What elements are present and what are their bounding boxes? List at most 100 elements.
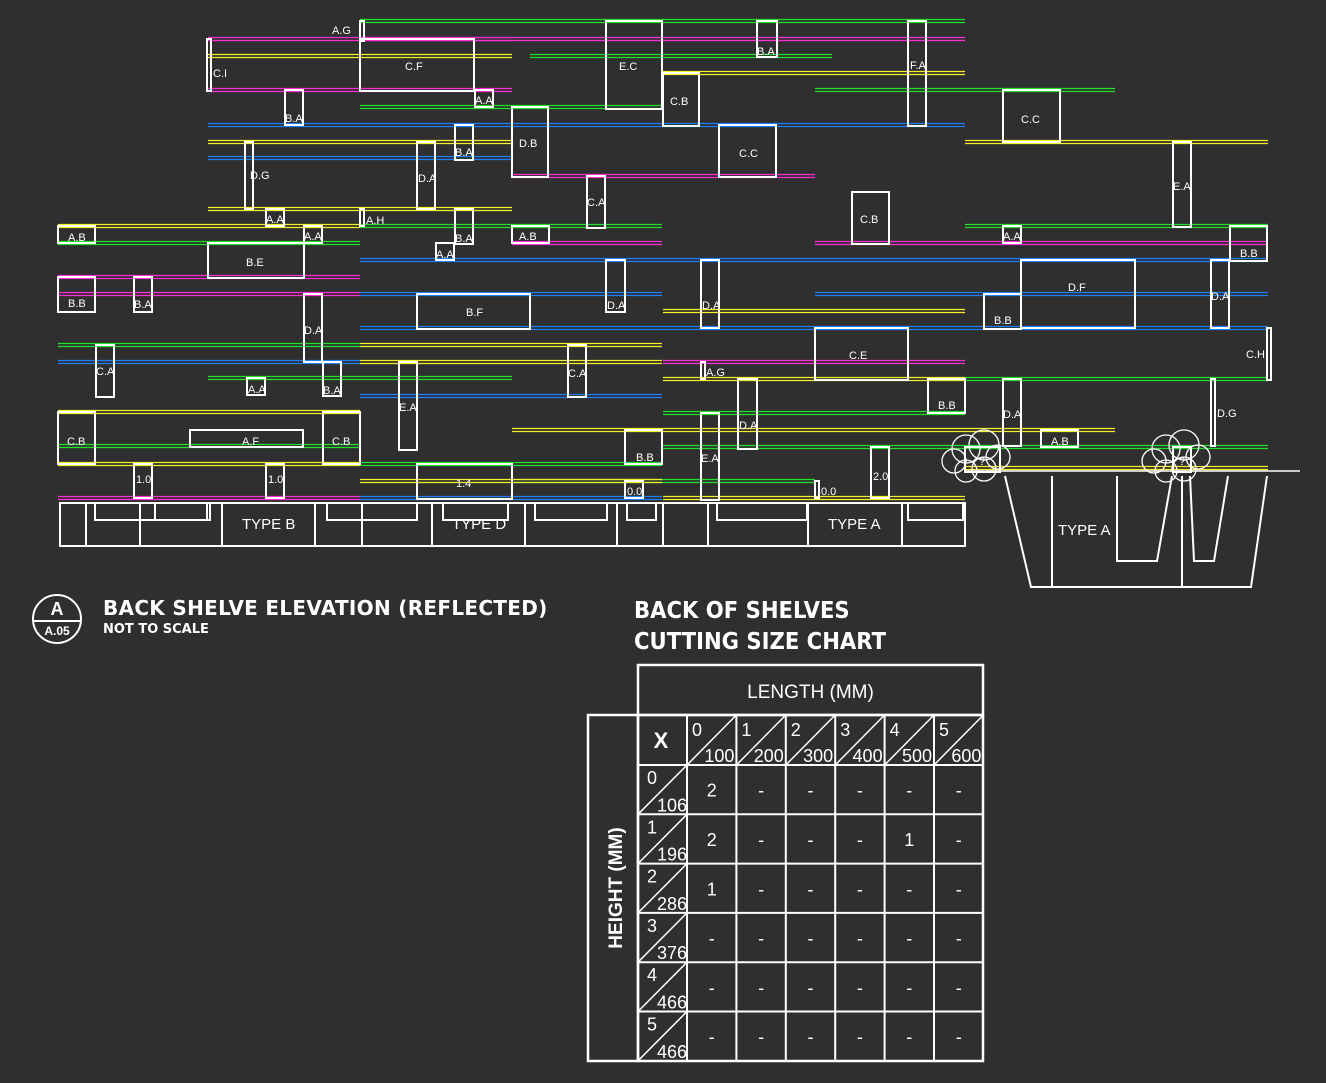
panel-label: E.C: [619, 61, 637, 73]
shelf-panel: [927, 378, 966, 414]
chart-cell: 1: [707, 879, 717, 899]
panel-label: C.C: [739, 148, 758, 160]
panel-label: C.A: [568, 368, 587, 380]
cabinet-recess: [154, 503, 211, 521]
shelf-panel: [57, 225, 96, 244]
chart-cell: -: [808, 781, 814, 801]
shelf-panel: [246, 377, 266, 396]
chart-title-line-2: CUTTING SIZE CHART: [634, 629, 887, 655]
chart-cell: -: [956, 1027, 962, 1047]
cabinet-recess: [94, 503, 208, 521]
row-min: 0: [647, 768, 657, 788]
shelf-panel: [322, 411, 361, 465]
chart-cell: -: [906, 978, 912, 998]
shelf-panel: [359, 38, 475, 92]
panel-label: B.B: [938, 400, 956, 412]
chart-cell: 2: [707, 830, 717, 850]
shelf-panel: [700, 361, 706, 380]
shelf-panel: [474, 89, 494, 108]
panel-label: A.B: [1051, 436, 1069, 448]
chart-cell: -: [857, 978, 863, 998]
cabinet-recess: [442, 503, 509, 521]
chart-cell: -: [808, 1027, 814, 1047]
panel-label: C.C: [1021, 114, 1040, 126]
column-min: 1: [741, 720, 751, 740]
plant-symbol: [1171, 456, 1197, 482]
panel-label: D.A: [607, 300, 626, 312]
row-max: 376: [657, 943, 687, 963]
panel-label: E.A: [399, 402, 417, 414]
panel-label: A.A: [266, 214, 284, 226]
shelf-panel: [284, 89, 304, 126]
chart-cell: 1: [904, 830, 914, 850]
shelf-panel: [983, 293, 1022, 330]
row-header-diagonal: [637, 912, 688, 963]
panel-label: 0.0: [627, 486, 642, 498]
column-header-diagonal: [933, 714, 984, 766]
panel-label: E.A: [1173, 181, 1191, 193]
drawing-title-block: A A.05 BACK SHELVE ELEVATION (REFLECTED)…: [30, 592, 547, 652]
row-max: 106: [657, 795, 687, 815]
column-header-diagonal: [735, 714, 787, 766]
panel-label: B.B: [1240, 248, 1258, 260]
chart-title-line-1: BACK OF SHELVES: [634, 598, 850, 624]
chart-cell: -: [758, 830, 764, 850]
panel-label: C.B: [67, 436, 85, 448]
shelf-panel: [265, 463, 285, 499]
column-min: 0: [692, 720, 702, 740]
row-max: 196: [657, 845, 687, 865]
panel-label: 0.0: [821, 486, 836, 498]
column-min: 5: [939, 720, 949, 740]
chart-cell: -: [808, 929, 814, 949]
row-max: 286: [657, 894, 687, 914]
shelf-panel: [416, 463, 513, 500]
section-outline: [1004, 475, 1268, 588]
panel-label: D.G: [1217, 408, 1237, 420]
column-header-diagonal: [884, 714, 935, 766]
panel-label: B.E: [246, 257, 264, 269]
shelf-panel: [416, 293, 531, 330]
shelf-panel: [322, 361, 342, 397]
chart-cell: -: [857, 929, 863, 949]
cabinet-recess: [907, 503, 964, 521]
panel-label: B.B: [68, 298, 86, 310]
panel-label: D.A: [1003, 409, 1022, 421]
badge-letter: A: [50, 599, 64, 619]
panel-label: B.A: [134, 299, 152, 311]
panel-label: 1.0: [268, 474, 283, 486]
cabinet-recess: [534, 503, 608, 521]
panel-label: D.B: [519, 138, 537, 150]
chart-cell: -: [956, 879, 962, 899]
row-header-diagonal: [637, 1010, 688, 1062]
plant-symbol: [971, 456, 997, 482]
column-header-diagonal: [785, 714, 836, 766]
row-max: 466: [657, 993, 687, 1013]
shelf-panel: [511, 106, 549, 178]
row-min: 5: [647, 1015, 657, 1035]
shelf-panel: [1172, 141, 1192, 228]
row-min: 1: [647, 817, 657, 837]
cabinet-recess: [326, 503, 418, 521]
panel-label: D.A: [418, 173, 437, 185]
panel-label: C.A: [96, 366, 115, 378]
panel-label: C.E: [849, 350, 867, 362]
panel-label: C.I: [213, 68, 227, 80]
shelf-panel: [133, 463, 153, 499]
chart-cell: -: [758, 781, 764, 801]
corner-label: X: [654, 728, 669, 753]
shelf-panel: [756, 20, 778, 58]
plant-symbol: [941, 448, 967, 474]
panel-label: C.B: [860, 214, 878, 226]
shelf-panel: [870, 446, 890, 499]
shelf-panel: [700, 412, 720, 501]
shelf-panel: [605, 20, 663, 110]
shelf-panel: [1002, 89, 1061, 143]
row-header-diagonal: [637, 863, 688, 914]
shelf-panel: [1266, 327, 1272, 381]
shelf-panel: [57, 276, 96, 313]
shelf-panel: [454, 124, 474, 161]
panel-label: 2.0: [873, 471, 888, 483]
shelf-panel: [95, 344, 115, 398]
panel-label: A.A: [304, 231, 322, 243]
